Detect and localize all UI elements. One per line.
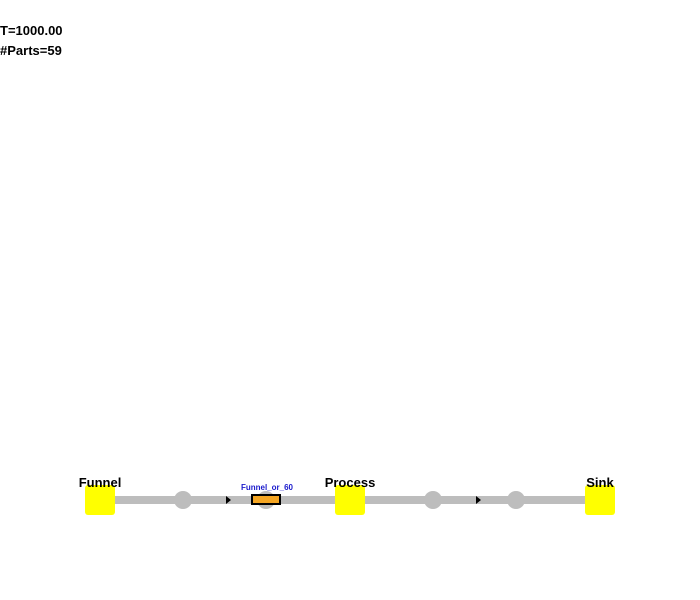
part-label: Funnel_or_60	[240, 483, 294, 492]
flow-direction-arrow-icon	[226, 496, 231, 504]
sink-label: Sink	[586, 475, 614, 490]
conveyor-waypoint	[507, 491, 525, 509]
funnel-label: Funnel	[78, 475, 122, 490]
parts-count: #Parts=59	[0, 43, 62, 58]
process-label: Process	[324, 475, 376, 490]
conveyor-waypoint	[424, 491, 442, 509]
conveyor-waypoint	[174, 491, 192, 509]
flow-direction-arrow-icon	[476, 496, 481, 504]
part-funnel-or-60[interactable]	[251, 494, 281, 505]
funnel-node[interactable]	[85, 485, 115, 515]
simulation-time: T=1000.00	[0, 23, 63, 38]
sink-node[interactable]	[585, 485, 615, 515]
process-node[interactable]	[335, 485, 365, 515]
